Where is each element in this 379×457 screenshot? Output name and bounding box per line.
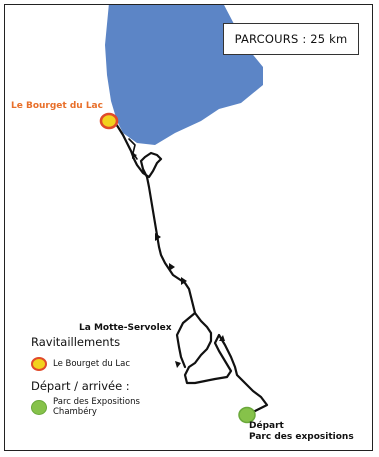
place-label-bourget: Le Bourget du Lac — [11, 101, 103, 111]
place-label-depart: Départ Parc des expositions — [249, 421, 354, 443]
route-arrow — [132, 153, 137, 159]
race-route-loop — [175, 311, 197, 369]
legend-start-finish-line-1: Parc des Expositions — [53, 397, 140, 407]
route-arrow — [181, 277, 187, 285]
distance-box: PARCOURS : 25 km — [223, 23, 359, 55]
distance-label: PARCOURS : 25 km — [234, 32, 348, 46]
legend-start-finish-icon — [31, 400, 47, 415]
legend-refreshments-title: Ravitaillements — [31, 335, 121, 349]
refreshment-marker — [99, 112, 119, 130]
legend-refreshment-icon — [31, 357, 47, 371]
legend-refreshment-label: Le Bourget du Lac — [53, 359, 131, 369]
route-arrows — [132, 153, 225, 368]
start-finish-marker — [238, 406, 256, 424]
route-arrow — [175, 361, 181, 368]
place-label-motte-servolex: La Motte-Servolex — [79, 323, 172, 333]
depart-line-2: Parc des expositions — [249, 432, 354, 442]
depart-line-1: Départ — [249, 421, 284, 431]
route-arrow — [169, 263, 175, 271]
legend-start-finish-line-2: Chambéry — [53, 407, 97, 417]
legend-start-finish-label: Parc des Expositions Chambéry — [53, 397, 140, 417]
race-route — [112, 119, 269, 415]
route-arrow — [219, 335, 225, 341]
route-map: PARCOURS : 25 km Le Bourget du Lac La Mo… — [4, 4, 373, 451]
route-arrow — [155, 233, 161, 241]
legend-start-finish-title: Départ / arrivée : — [31, 379, 130, 393]
